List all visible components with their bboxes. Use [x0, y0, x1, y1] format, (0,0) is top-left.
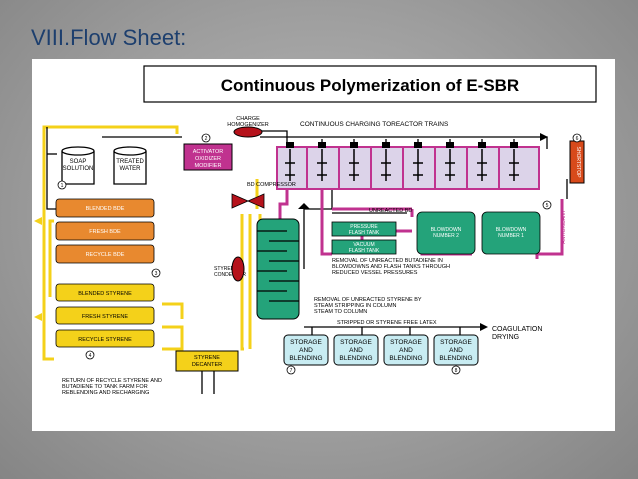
bd-compressor: [231, 193, 265, 209]
blowdown-number-1: [481, 211, 541, 255]
styrene-tanks: [55, 283, 155, 348]
return-label: RETURN OF RECYCLE STYRENE AND: [62, 378, 162, 384]
step-5: 5: [546, 203, 549, 209]
blowdown-2-label: BLOWDOWN: [431, 227, 462, 233]
storage-1-line-3: BLENDING: [289, 355, 322, 362]
recycle-bde-label: RECYCLE BDE: [86, 252, 125, 258]
removal-bd-label-3: REDUCED VESSEL PRESSURES: [332, 270, 418, 276]
step-7: 7: [290, 368, 293, 374]
storage-4-line-3: BLENDING: [439, 355, 472, 362]
decanter-label-2: DECANTER: [192, 362, 222, 368]
water-label-2: WATER: [120, 166, 142, 172]
activator-label-2: OXIDIZER: [195, 156, 221, 162]
blowdown-1-label-2: NUMBER 1: [498, 233, 524, 239]
step-1: 1: [61, 183, 64, 189]
charge-label: CHARGE: [236, 116, 260, 122]
decanter-label: STYRENE: [194, 355, 220, 361]
charge-homogenizer: [233, 126, 263, 138]
fresh-styrene-label: FRESH STYRENE: [82, 314, 128, 320]
soap-label-2: SOLUTION: [63, 166, 94, 172]
removal-styrene-label-3: STEAM TO COLUMN: [314, 309, 367, 315]
blended-bde-label: BLENDED BDE: [86, 206, 125, 212]
soap-solution-tank: [61, 146, 95, 156]
coagulation-label: COAGULATION: [492, 326, 542, 333]
vacuum-flash-label-2: FLASH TANK: [349, 248, 380, 254]
step-4: 4: [89, 353, 92, 359]
recycle-styrene-label: RECYCLE STYRENE: [78, 337, 132, 343]
removal-bd-label-2: BLOWDOWNS AND FLASH TANKS THROUGH: [332, 264, 450, 270]
storage-2-line-3: BLENDING: [339, 355, 372, 362]
flow-sheet-panel: Continuous Polymerization of E-SBR: [32, 59, 615, 431]
step-8: 8: [455, 368, 458, 374]
water-label: TREATED: [116, 159, 144, 165]
diagram-title-box: [143, 65, 597, 103]
antioxidant-label: ANTIOXIDANT: [561, 210, 567, 244]
styrene-condenser: [231, 256, 245, 282]
storage-2-line-2: AND: [349, 347, 363, 354]
drying-label: DRYING: [492, 334, 519, 341]
treated-water-tank: [113, 146, 147, 156]
styrene-condenser-label: STYRENE: [214, 266, 238, 272]
storage-3-line-2: AND: [399, 347, 413, 354]
step-2: 2: [205, 136, 208, 142]
bde-tanks: [55, 198, 155, 264]
removal-styrene-label: REMOVAL OF UNREACTED STYRENE BY: [314, 297, 422, 303]
diagram-title: Continuous Polymerization of E-SBR: [221, 76, 519, 95]
activator-label: ACTIVATOR: [193, 149, 224, 155]
flow-sheet-diagram: Continuous Polymerization of E-SBR: [34, 65, 597, 396]
step-3: 3: [155, 271, 158, 277]
storage-1-line-2: AND: [299, 347, 313, 354]
pressure-flash-label-2: FLASH TANK: [349, 230, 380, 236]
storage-4-line-1: STORAGE: [440, 339, 472, 346]
bd-compressor-label: BD COMPRESSOR: [247, 182, 296, 188]
unreacted-bd-label: UNREACTED BD: [369, 208, 412, 214]
step-6: 6: [576, 136, 579, 142]
blended-styrene-label: BLENDED STYRENE: [78, 291, 132, 297]
charging-trains-label: CONTINUOUS CHARGING TOREACTOR TRAINS: [300, 121, 449, 128]
storage-4-line-2: AND: [449, 347, 463, 354]
pressure-flash-label: PRESSURE: [350, 224, 378, 230]
return-label-3: REBLENDING AND RECHARGING: [62, 390, 149, 396]
pressure-flash-tank: [331, 221, 397, 237]
activator-label-3: MODIFIER: [195, 163, 222, 169]
step-markers: 1 2 3 4 5 6 7 8: [57, 133, 582, 375]
vacuum-flash-tank: [331, 239, 397, 255]
soap-label: SOAP: [70, 159, 87, 165]
blowdown-number-2: [416, 211, 476, 255]
shortstop-label: SHORTSTOP: [575, 147, 581, 179]
inflow-arrows: [34, 217, 42, 321]
homogenizer-label: HOMOGENIZER: [227, 122, 269, 128]
vacuum-flash-label: VACUUM: [353, 242, 374, 248]
storage-1-line-1: STORAGE: [290, 339, 322, 346]
column-trays: [257, 230, 299, 302]
steam-stripping-column: [256, 218, 300, 320]
slide-title: VIII.Flow Sheet:: [31, 25, 187, 50]
storage-3-line-3: BLENDING: [389, 355, 422, 362]
storage-2-line-1: STORAGE: [340, 339, 372, 346]
removal-bd-label: REMOVAL OF UNREACTED BUTADIENE IN: [332, 258, 443, 264]
storage-3-line-1: STORAGE: [390, 339, 422, 346]
removal-styrene-label-2: STEAM STRIPPING IN COLUMN: [314, 303, 397, 309]
reactor-train: [276, 142, 540, 190]
fresh-bde-label: FRESH BDE: [89, 229, 121, 235]
return-label-2: BUTADIENE TO TANK FARM FOR: [62, 384, 148, 390]
blowdown-2-label-2: NUMBER 2: [433, 233, 459, 239]
activator-box: [183, 143, 233, 171]
stripped-latex-label: STRIPPED OR STYRENE FREE LATEX: [337, 320, 437, 326]
styrene-condenser-label-2: CONDENSER: [214, 272, 246, 278]
styrene-decanter: [175, 350, 239, 372]
blowdown-1-label: BLOWDOWN: [496, 227, 527, 233]
storage-tanks: [283, 334, 479, 366]
